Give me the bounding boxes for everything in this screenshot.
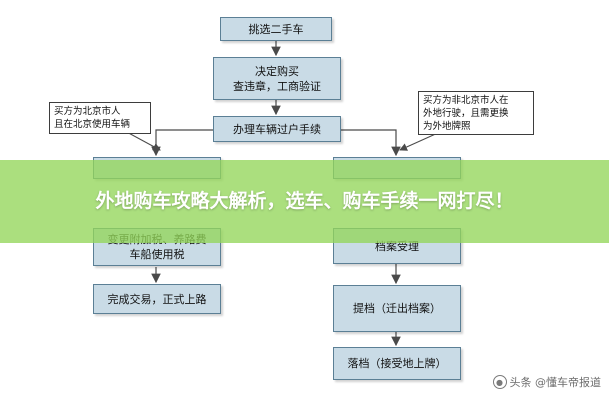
step-extract-archive: 提档（迁出档案） <box>333 285 461 332</box>
step-select-car: 挑选二手车 <box>220 17 332 41</box>
step-select-car-label: 挑选二手车 <box>248 22 304 36</box>
note-local-line2: 且在北京使用车辆 <box>54 119 131 130</box>
note-nonlocal-line1: 买方为非北京市人在 <box>423 95 509 106</box>
arrow-transfer-to-nonlocal <box>337 129 401 157</box>
article-title: 外地购车攻略大解析，选车、购车手续一网打尽！ <box>95 190 514 212</box>
note-nonlocal-buyer: 买方为非北京市人在 外地行驶，且需更换 为外地牌照 <box>418 91 534 135</box>
step-decide-line2: 查违章，工商验证 <box>233 79 321 93</box>
article-title-banner: 外地购车攻略大解析，选车、购车手续一网打尽！ <box>0 160 609 243</box>
note-local-line1: 买方为北京市人 <box>54 106 121 117</box>
step-register-label: 落档（接受地上牌） <box>347 357 447 370</box>
step-transfer-label: 办理车辆过户手续 <box>233 122 321 136</box>
watermark-logo-icon: ● <box>492 375 507 389</box>
note-nonlocal-line3: 为外地牌照 <box>423 121 471 132</box>
step-complete: 完成交易，正式上路 <box>93 284 221 314</box>
pointer-nonlocal-note <box>399 131 441 151</box>
note-nonlocal-line2: 外地行驶，且需更换 <box>423 108 509 119</box>
step-decide-purchase: 决定购买 查违章，工商验证 <box>213 57 341 100</box>
step-extract-label: 提档（迁出档案） <box>353 302 441 315</box>
step-transfer: 办理车辆过户手续 <box>213 116 341 142</box>
step-register-plate: 落档（接受地上牌） <box>333 347 461 380</box>
arrow-transfer-to-local <box>151 129 213 157</box>
note-local-buyer: 买方为北京市人 且在北京使用车辆 <box>49 102 151 134</box>
step-tax-line2: 车船使用税 <box>129 248 185 261</box>
watermark-text: 头条 @懂车帝报道 <box>509 376 602 389</box>
watermark: ● 头条 @懂车帝报道 <box>492 374 602 390</box>
step-complete-label: 完成交易，正式上路 <box>107 292 207 306</box>
step-decide-line1: 决定购买 <box>255 64 299 78</box>
